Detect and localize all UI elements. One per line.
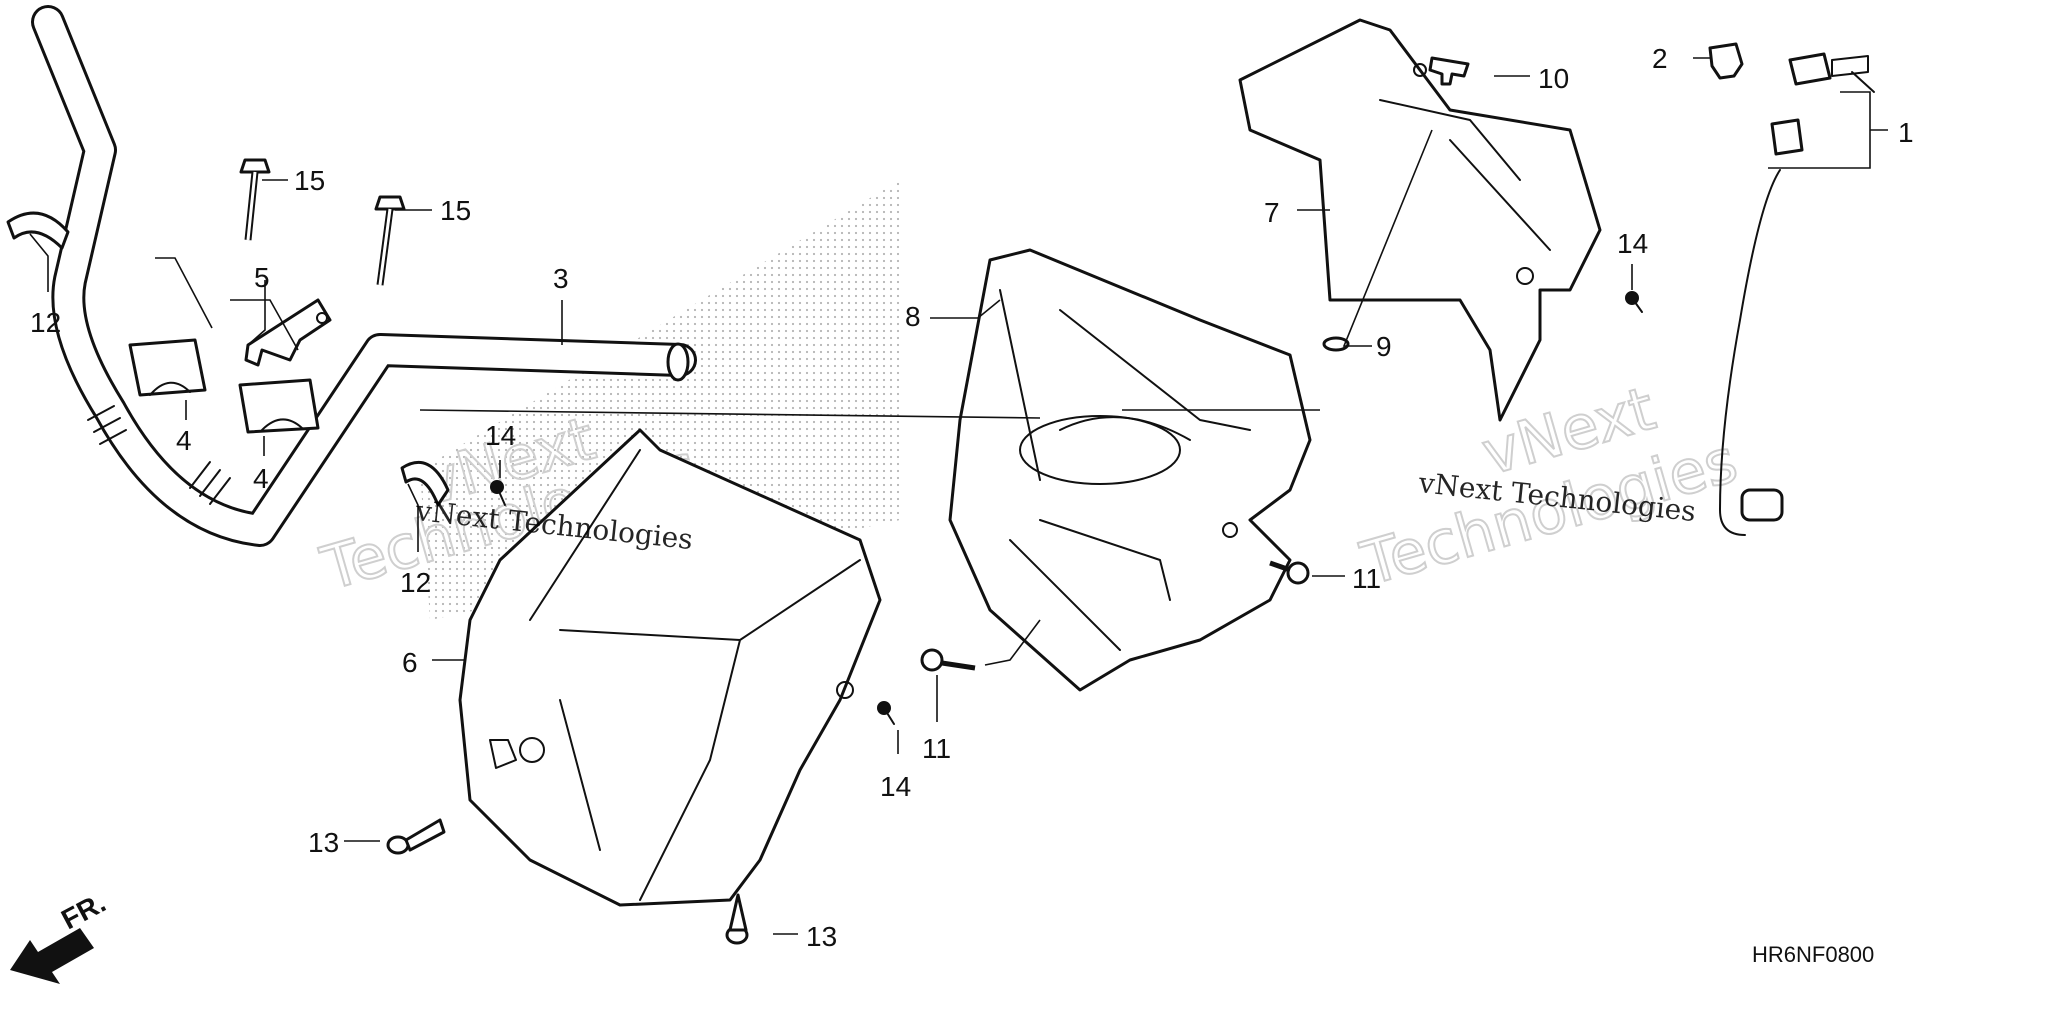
callout-8: 8 xyxy=(905,301,921,332)
headlight-cover xyxy=(458,428,882,907)
ignition-switch xyxy=(1719,52,1875,536)
clip-10 xyxy=(1428,56,1470,86)
trim-clip-13-bottom xyxy=(725,893,749,945)
callout-13-left: 13 xyxy=(308,827,339,858)
bolt-11-center xyxy=(920,648,976,672)
trim-clip-13-left xyxy=(386,818,446,855)
upper-cowl xyxy=(1238,18,1602,422)
callout-12-lower: 12 xyxy=(400,567,431,598)
handlebar-holder-right xyxy=(238,378,320,434)
grommet-9 xyxy=(1322,336,1350,352)
screw-14-center xyxy=(877,701,895,725)
leader-lines xyxy=(29,57,1888,935)
bolt-15-left xyxy=(239,158,271,241)
callout-11-right: 11 xyxy=(1352,563,1381,594)
headlight-case xyxy=(948,248,1312,692)
callout-14-left: 14 xyxy=(485,420,516,451)
callout-15-right: 15 xyxy=(440,195,471,226)
callout-7: 7 xyxy=(1264,197,1280,228)
callout-1: 1 xyxy=(1898,117,1914,148)
cable-clamp-12-lower xyxy=(400,460,450,507)
front-direction-label: FR. xyxy=(56,887,110,936)
callout-9: 9 xyxy=(1376,331,1392,362)
callout-6: 6 xyxy=(402,647,418,678)
callout-3: 3 xyxy=(553,263,569,294)
callout-4-left: 4 xyxy=(176,425,192,456)
callout-13-bottom: 13 xyxy=(806,921,837,952)
callout-11-center: 11 xyxy=(922,733,951,764)
cable-clamp-12-upper xyxy=(6,211,70,250)
callout-15-left: 15 xyxy=(294,165,325,196)
handlebar-holder-left xyxy=(128,338,207,397)
callout-2: 2 xyxy=(1652,43,1668,74)
front-direction-arrow-icon: FR. xyxy=(10,887,111,984)
screw-14-right xyxy=(1625,291,1643,313)
callout-12-upper: 12 xyxy=(30,307,61,338)
drawing-code: HR6NF0800 xyxy=(1752,942,1874,967)
bolt-15-right xyxy=(374,195,406,286)
callout-4-right: 4 xyxy=(253,463,269,494)
callout-14-center: 14 xyxy=(880,771,911,802)
callout-10: 10 xyxy=(1538,63,1569,94)
callout-5: 5 xyxy=(254,262,270,293)
screw-14-left xyxy=(490,480,506,506)
switch-cap-2 xyxy=(1708,42,1744,80)
callout-14-right: 14 xyxy=(1617,228,1648,259)
handlebar xyxy=(31,5,697,547)
bolt-11-right xyxy=(1269,560,1310,585)
